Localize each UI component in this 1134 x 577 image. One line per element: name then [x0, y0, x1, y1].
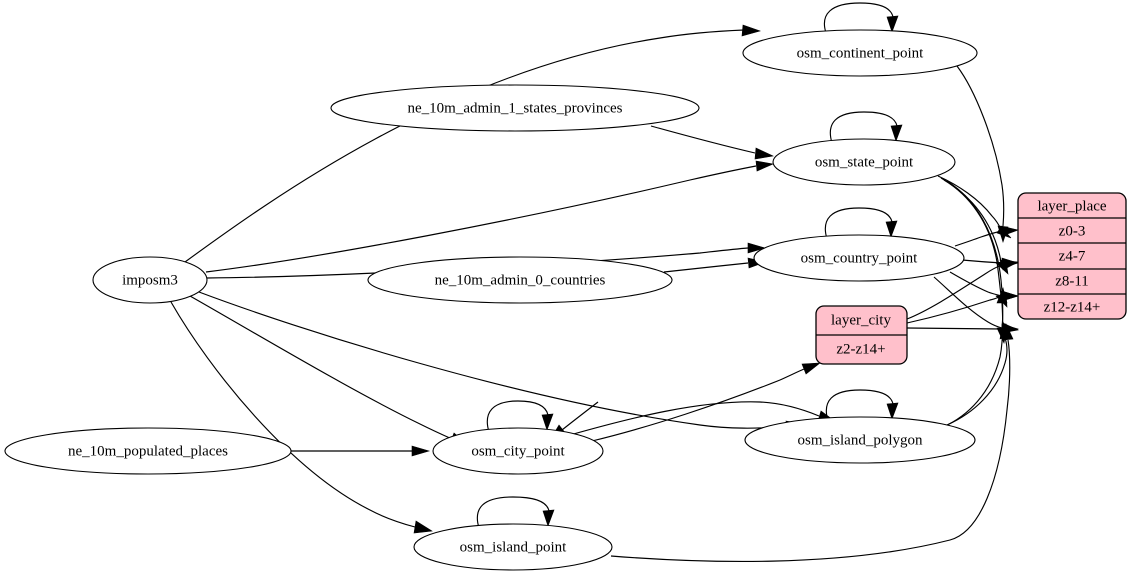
node-osm-state-point[interactable]: osm_state_point	[772, 138, 956, 186]
edge-imposm3-to-osm-city-point	[189, 295, 469, 446]
edge-osm-island-polygon-to-layer-place-z12-z14	[946, 321, 1011, 426]
node-label-osm-island-polygon: osm_island_polygon	[797, 432, 923, 448]
node-label-ne-states: ne_10m_admin_1_states_provinces	[408, 100, 623, 116]
node-label-osm-country-point: osm_country_point	[801, 250, 918, 266]
node-osm-city-point[interactable]: osm_city_point	[432, 427, 604, 475]
node-label-ne-populated: ne_10m_populated_places	[68, 443, 228, 459]
edge-imposm3-to-osm-continent-point	[184, 24, 761, 263]
node-osm-continent-point[interactable]: osm_continent_point	[742, 29, 978, 77]
record-node-layer-city[interactable]: layer_city z2-z14+	[815, 305, 908, 365]
node-label-ne-countries: ne_10m_admin_0_countries	[435, 272, 606, 288]
edge-self-loop-osm-country-point	[824, 207, 898, 240]
node-ne-10m-admin-1-states-provinces[interactable]: ne_10m_admin_1_states_provinces	[330, 84, 700, 132]
record-row-layer-place-z8-11[interactable]: z8-11	[1055, 273, 1089, 289]
edge-imposm3-to-osm-state-point	[205, 160, 775, 273]
node-ne-10m-populated-places[interactable]: ne_10m_populated_places	[4, 427, 292, 475]
edge-imposm3-to-osm-island-point	[170, 301, 433, 534]
edge-self-loop-osm-state-point	[829, 111, 903, 144]
record-node-layer-place[interactable]: layer_place z0-3 z4-7 z8-11 z12-z14+	[1017, 192, 1127, 320]
edge-ne-countries-to-osm-country-point	[663, 257, 767, 273]
record-row-layer-city-title: layer_city	[831, 312, 891, 328]
record-row-layer-place-z0-3[interactable]: z0-3	[1059, 223, 1086, 239]
edge-self-loop-osm-island-polygon	[825, 389, 899, 422]
record-row-layer-place-title: layer_place	[1037, 198, 1106, 214]
node-ne-10m-admin-0-countries[interactable]: ne_10m_admin_0_countries	[367, 256, 673, 304]
edge-self-loop-osm-continent-point	[823, 2, 899, 34]
node-label-osm-state-point: osm_state_point	[815, 154, 914, 170]
node-label-osm-island-point: osm_island_point	[460, 539, 568, 555]
record-row-layer-place-z4-7[interactable]: z4-7	[1059, 248, 1086, 264]
edge-self-loop-osm-city-point	[486, 400, 554, 433]
node-osm-country-point[interactable]: osm_country_point	[753, 234, 965, 282]
edge-ne-states-to-osm-state-point	[650, 125, 774, 160]
edge-osm-island-polygon-to-layer-place-z8-11	[942, 287, 1008, 428]
record-row-layer-city-z2-z14[interactable]: z2-z14+	[836, 341, 885, 357]
node-osm-island-polygon[interactable]: osm_island_polygon	[744, 416, 976, 464]
node-label-imposm3: imposm3	[122, 272, 178, 288]
edge-osm-country-point-to-layer-place-z0-3	[954, 225, 1020, 247]
node-imposm3[interactable]: imposm3	[92, 256, 208, 304]
node-layer: imposm3 ne_10m_admin_1_states_provinces …	[4, 29, 1127, 571]
record-row-layer-place-z12-z14[interactable]: z12-z14+	[1044, 299, 1101, 315]
edge-osm-city-point-to-layer-city-z2-z14	[591, 362, 821, 442]
node-label-osm-continent-point: osm_continent_point	[797, 45, 924, 61]
node-label-osm-city-point: osm_city_point	[471, 443, 565, 459]
edge-layer-city-to-layer-place-z4-7	[906, 259, 1019, 320]
edge-ne-populated-to-osm-city-point	[291, 445, 431, 457]
edge-imposm3-to-osm-island-polygon	[198, 291, 805, 432]
node-osm-island-point[interactable]: osm_island_point	[413, 523, 613, 571]
edge-self-loop-osm-island-point	[476, 496, 555, 529]
edge-osm-island-point-to-layer-place-z12-z14	[610, 323, 1014, 563]
